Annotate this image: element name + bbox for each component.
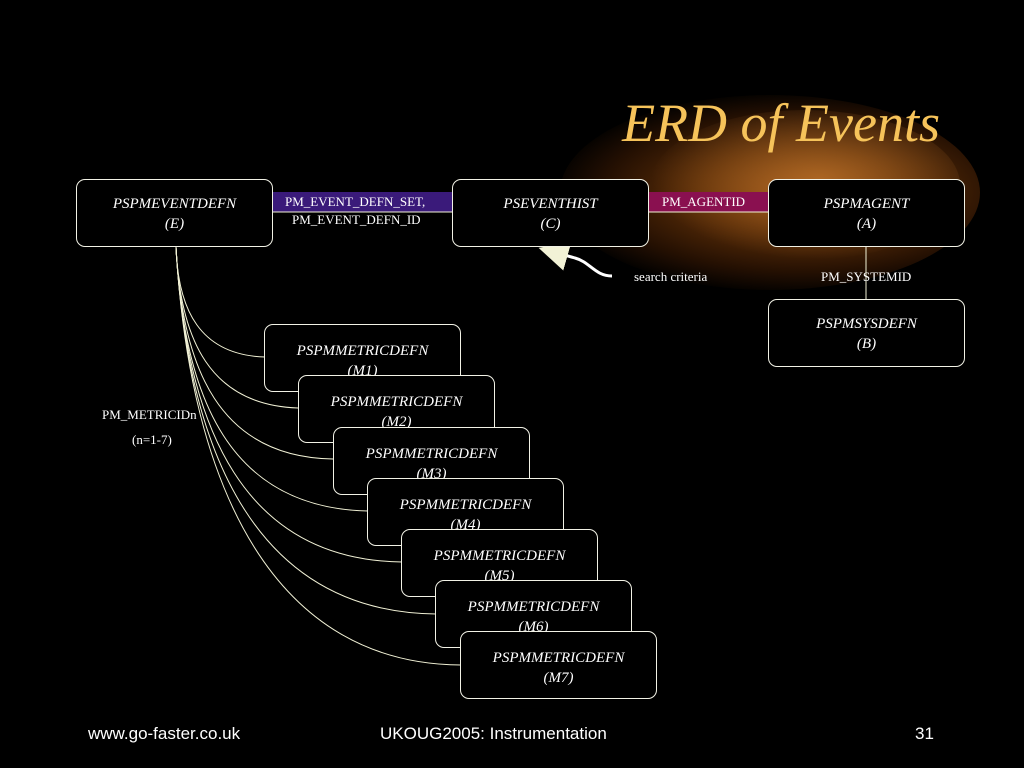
entity-name: PSPMMETRICDEFN: [433, 548, 566, 564]
label-event-defn-set: PM_EVENT_DEFN_SET,: [285, 194, 426, 209]
entity-name: PSPMMETRICDEFN: [467, 599, 600, 615]
entity-name: PSPMSYSDEFN: [816, 316, 917, 332]
entity-code: (E): [164, 216, 185, 232]
entity-pspmagent: PSPMAGENT (A): [768, 179, 965, 247]
entity-pspmeventdefn: PSPMEVENTDEFN (E): [76, 179, 273, 247]
entity-name: PSPMAGENT: [823, 196, 910, 212]
slide-title: ERD of Events: [622, 93, 940, 153]
entity-metric-m3: PSPMMETRICDEFN (M3): [333, 427, 530, 495]
entity-pspmsysdefn: PSPMSYSDEFN (B): [768, 299, 965, 367]
entity-pseventhist: PSEVENTHIST (C): [452, 179, 649, 247]
entity-name: PSEVENTHIST: [503, 196, 598, 212]
entity-code: (C): [540, 216, 561, 232]
footer-conference: UKOUG2005: Instrumentation: [380, 724, 607, 743]
relationship-band-event-hist: [273, 192, 453, 212]
entity-code: (M2): [381, 414, 412, 430]
entity-name: PSPMMETRICDEFN: [399, 497, 532, 513]
entity-name: PSPMEVENTDEFN: [112, 196, 237, 212]
label-search-criteria: search criteria: [634, 269, 708, 284]
label-agentid: PM_AGENTID: [662, 194, 746, 209]
entity-code: (M7): [543, 670, 574, 686]
entity-name: PSPMMETRICDEFN: [296, 343, 429, 359]
search-criteria-arrow: [538, 241, 613, 278]
label-metricid: PM_METRICIDn: [102, 407, 197, 422]
label-systemid: PM_SYSTEMID: [821, 269, 912, 284]
entity-name: PSPMMETRICDEFN: [330, 394, 463, 410]
entity-code: (B): [856, 336, 877, 352]
footer-website: www.go-faster.co.uk: [88, 724, 241, 743]
entity-name: PSPMMETRICDEFN: [365, 446, 498, 462]
label-event-defn-id: PM_EVENT_DEFN_ID: [292, 212, 421, 227]
label-metric-range: (n=1-7): [132, 432, 172, 447]
relationship-band-hist-agent: [649, 192, 768, 212]
footer-slide-number: 31: [915, 724, 934, 743]
entity-name: PSPMMETRICDEFN: [492, 650, 625, 666]
curve-to-m7: [175, 246, 462, 666]
entity-code: (A): [856, 216, 877, 232]
entity-metric-m7: PSPMMETRICDEFN (M7): [460, 631, 657, 699]
